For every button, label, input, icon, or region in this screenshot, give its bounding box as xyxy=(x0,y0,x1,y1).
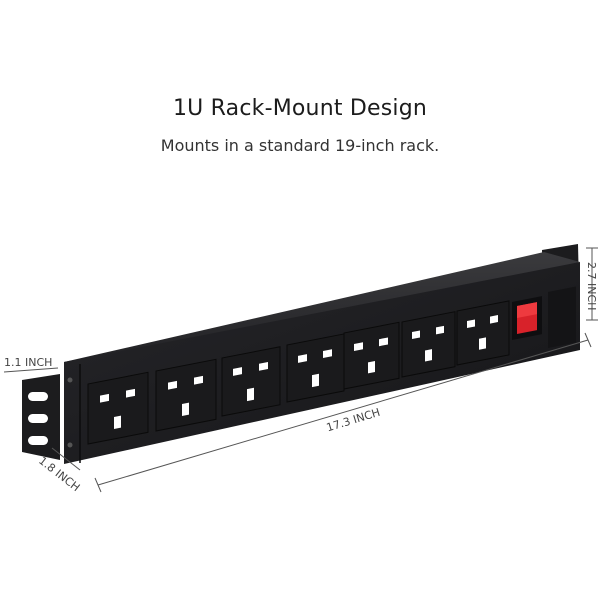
left-rack-ear xyxy=(22,374,60,460)
uk-socket-icon xyxy=(221,346,281,417)
uk-socket-icon xyxy=(343,321,400,390)
feature-subtitle: Mounts in a standard 19-inch rack. xyxy=(160,136,440,155)
dimension-lines xyxy=(3,247,598,493)
face-height-dimension-label: 1.1 INCH xyxy=(4,356,52,369)
screw-icon xyxy=(67,442,73,448)
end-panel xyxy=(548,286,576,348)
length-dimension-label: 17.3 INCH xyxy=(325,406,382,435)
socket-row xyxy=(87,300,510,445)
uk-socket-icon xyxy=(87,371,149,445)
uk-socket-icon xyxy=(401,311,456,378)
screw-icon xyxy=(67,377,73,383)
power-switch-icon xyxy=(512,296,542,340)
uk-socket-icon xyxy=(456,300,510,366)
feature-title: 1U Rack-Mount Design xyxy=(172,96,428,121)
height-dimension-label: 2.7 INCH xyxy=(585,262,598,310)
uk-socket-icon xyxy=(286,333,345,403)
uk-socket-icon xyxy=(155,358,217,432)
